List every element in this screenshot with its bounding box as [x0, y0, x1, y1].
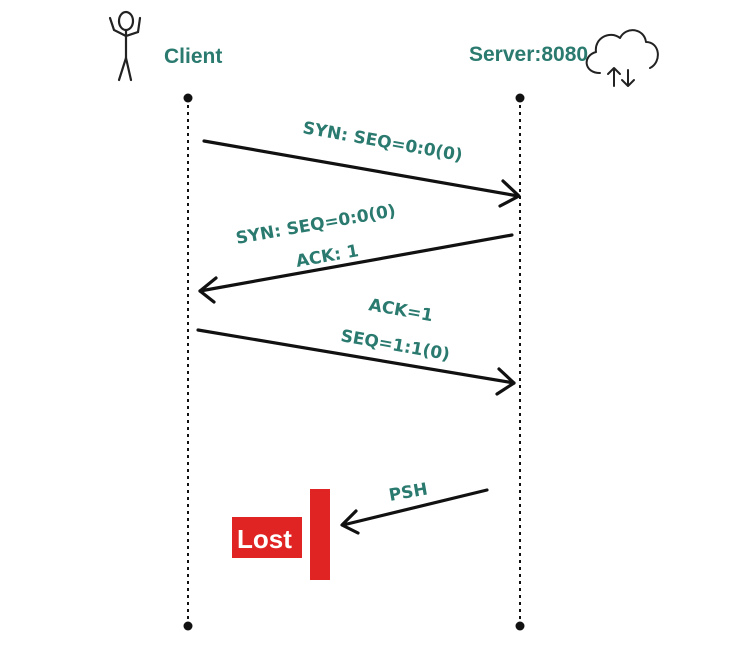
- syn-arrow: [202, 139, 520, 198]
- syn-ack-label-line1: SYN: SEQ=0:0(0): [234, 201, 397, 249]
- syn-label: SYN: SEQ=0:0(0): [301, 118, 464, 166]
- stick-figure-icon: [108, 10, 142, 82]
- message-syn: SYN: SEQ=0:0(0): [202, 118, 521, 208]
- ack-label-line2: SEQ=1:1(0): [339, 326, 451, 365]
- client-lifeline-bottom-dot: [183, 621, 193, 631]
- ack-arrow: [196, 328, 516, 385]
- message-ack: ACK=1 SEQ=1:1(0): [196, 295, 516, 396]
- lost-label: Lost: [237, 524, 292, 554]
- client-label: Client: [164, 45, 222, 68]
- psh-arrowhead: [340, 509, 360, 535]
- psh-arrow: [341, 488, 489, 527]
- lost-marker: Lost: [232, 489, 330, 580]
- cloud-upload-download-icon: [585, 29, 659, 87]
- lost-badge: [232, 517, 302, 558]
- syn-arrowhead: [498, 179, 521, 208]
- ack-arrowhead: [495, 367, 516, 396]
- syn-ack-arrow: [198, 233, 514, 293]
- client-lifeline-top-dot: [183, 93, 193, 103]
- server-label: Server:8080: [469, 43, 588, 66]
- ack-label-line1: ACK=1: [367, 295, 434, 326]
- psh-label: PSH: [387, 479, 429, 505]
- client-actor: Client: [108, 10, 222, 82]
- message-psh: PSH: [340, 479, 489, 535]
- syn-ack-arrowhead: [198, 276, 218, 304]
- server-lifeline-bottom-dot: [515, 621, 525, 631]
- server-actor: Server:8080: [469, 29, 659, 87]
- lost-bar: [310, 489, 330, 580]
- server-lifeline-top-dot: [515, 93, 525, 103]
- message-syn-ack: SYN: SEQ=0:0(0) ACK: 1: [198, 201, 514, 304]
